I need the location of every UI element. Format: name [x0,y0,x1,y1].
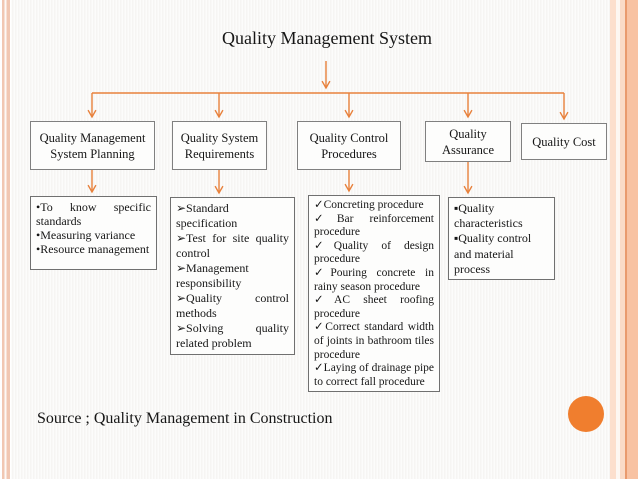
bullet-item: ➢Standard specification [176,201,238,230]
bullet-item: ✓Correct standard width of joints in bat… [314,321,434,361]
left-border-stripes [0,0,11,479]
box-quality-assurance: Quality Assurance [425,121,511,162]
decorative-circle [568,396,604,432]
bullet-item: ➢Solving quality related problem [176,321,289,350]
bullet-item: ✓AC sheet roofing procedure [314,294,434,320]
bullet-item: ➢Test for site quality control [176,231,289,260]
bullet-item: ➢Quality control methods [176,291,289,320]
detail-box-control-procedures: ✓Concreting procedure✓Bar reinforcement … [308,195,440,392]
box-quality-management-system-planning: Quality Management System Planning [30,121,155,170]
bullet-item: ✓Quality of design procedure [314,239,434,266]
bullet-item: ✓Pouring concrete in rainy season proced… [314,266,434,293]
box-quality-cost: Quality Cost [521,123,607,160]
bullet-item: •Resource management [36,242,150,256]
box-quality-control-procedures: Quality Control Procedures [297,121,401,170]
detail-box-requirements: ➢Standard specification➢Test for site qu… [170,197,295,355]
bullet-item: •To know specific standards [36,200,151,228]
bullet-item: ▪Quality control and material process [454,231,532,276]
bullet-item: ✓Bar reinforcement procedure [314,212,434,239]
bullet-item: ✓Laying of drainage pipe to correct fall… [314,362,434,388]
bullet-item: ➢Management responsibility [176,261,249,290]
detail-box-assurance: ▪Quality characteristics▪Quality control… [448,197,555,280]
bullet-item: ▪Quality characteristics [454,201,523,231]
box-quality-system-requirements: Quality System Requirements [172,121,267,170]
source-note: Source ; Quality Management in Construct… [37,410,333,427]
diagram-title: Quality Management System [222,28,432,48]
right-border-band [610,0,638,479]
detail-box-planning: •To know specific standards•Measuring va… [30,196,157,270]
bullet-item: ✓Concreting procedure [314,199,424,211]
bullet-item: •Measuring variance [36,228,136,242]
